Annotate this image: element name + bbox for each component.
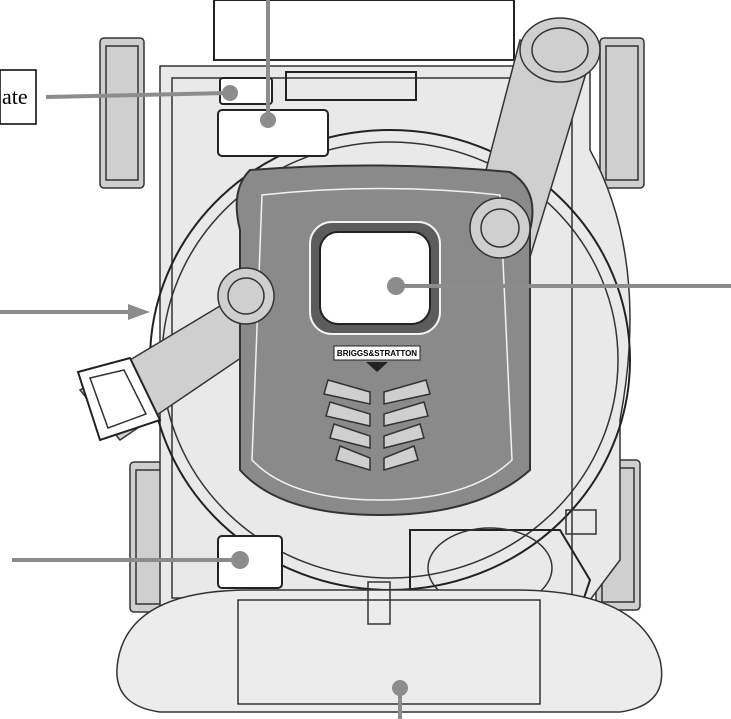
control-knob-left bbox=[217, 267, 275, 325]
leader-line-front-plate bbox=[12, 551, 249, 569]
brand-logo-text: BRIGGS&STRATTON bbox=[337, 349, 417, 358]
fuel-tank-window bbox=[309, 221, 441, 335]
brand-logo: BRIGGS&STRATTON bbox=[333, 345, 421, 372]
callout-plate-label: ate bbox=[2, 84, 28, 109]
callout-box-plate: ate bbox=[0, 69, 37, 125]
leader-line-fuel bbox=[387, 277, 731, 295]
front-bumper bbox=[116, 581, 663, 713]
leader-line-top bbox=[260, 0, 276, 128]
leader-line-bumper bbox=[392, 680, 408, 719]
wheel-rear-left bbox=[99, 37, 145, 189]
leader-line-left-arrow bbox=[0, 304, 150, 320]
cooling-fins bbox=[323, 379, 431, 472]
leader-line-plate bbox=[45, 85, 238, 101]
rear-handle-bracket bbox=[213, 0, 515, 61]
control-knob-right bbox=[469, 197, 531, 259]
label-plate-rear bbox=[217, 71, 417, 157]
wheel-rear-right bbox=[599, 37, 645, 189]
